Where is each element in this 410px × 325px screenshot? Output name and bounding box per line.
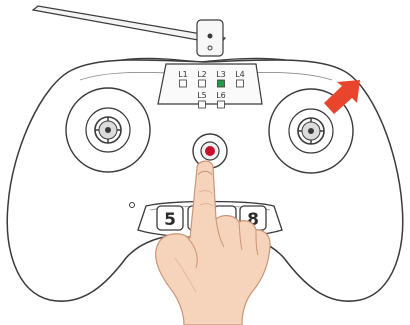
- antenna: [33, 6, 225, 56]
- indicator-led-l2: [199, 80, 206, 87]
- indicator-led-l4: [237, 80, 244, 87]
- left-joystick[interactable]: [66, 88, 150, 172]
- indicator-led-l1: [180, 80, 187, 87]
- indicator-led-l6: [218, 101, 225, 108]
- key-left[interactable]: 5: [157, 206, 183, 230]
- indicator-led-l3: [218, 80, 225, 87]
- indicator-label-l3: L3: [216, 70, 226, 79]
- indicator-label-l5: L5: [197, 91, 207, 100]
- indicator-panel: L1 L2 L3 L4 L5 L6: [158, 64, 262, 108]
- indicator-label-l4: L4: [235, 70, 245, 79]
- indicator-label-l6: L6: [216, 91, 226, 100]
- indicator-label-l1: L1: [178, 70, 188, 79]
- indicator-label-l2: L2: [197, 70, 207, 79]
- indicator-led-l5: [199, 101, 206, 108]
- key-left-label: 5: [164, 210, 176, 230]
